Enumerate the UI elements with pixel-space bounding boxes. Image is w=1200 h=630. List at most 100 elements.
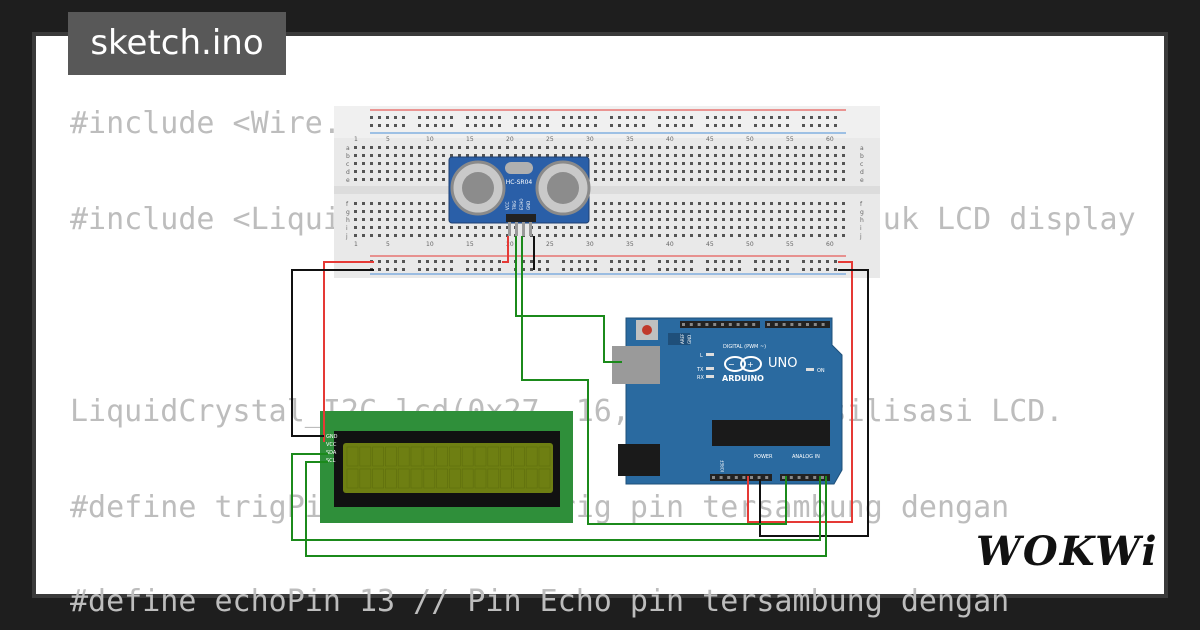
breadboard-hole[interactable] — [434, 154, 437, 157]
breadboard-hole[interactable] — [626, 146, 629, 149]
breadboard-hole[interactable] — [546, 268, 549, 271]
breadboard-hole[interactable] — [634, 178, 637, 181]
breadboard-hole[interactable] — [834, 162, 837, 165]
breadboard-hole[interactable] — [666, 170, 669, 173]
breadboard-hole[interactable] — [418, 210, 421, 213]
breadboard-hole[interactable] — [650, 146, 653, 149]
breadboard-hole[interactable] — [474, 234, 477, 237]
breadboard-hole[interactable] — [778, 226, 781, 229]
breadboard-hole[interactable] — [666, 218, 669, 221]
breadboard-hole[interactable] — [458, 146, 461, 149]
breadboard-hole[interactable] — [410, 202, 413, 205]
breadboard-hole[interactable] — [658, 218, 661, 221]
breadboard-hole[interactable] — [394, 218, 397, 221]
breadboard-hole[interactable] — [818, 124, 821, 127]
breadboard-hole[interactable] — [562, 124, 565, 127]
breadboard-hole[interactable] — [658, 146, 661, 149]
breadboard-hole[interactable] — [586, 268, 589, 271]
breadboard-hole[interactable] — [594, 146, 597, 149]
breadboard-hole[interactable] — [794, 146, 797, 149]
breadboard-hole[interactable] — [634, 146, 637, 149]
breadboard-hole[interactable] — [466, 268, 469, 271]
breadboard-hole[interactable] — [658, 260, 661, 263]
breadboard-hole[interactable] — [706, 154, 709, 157]
header-pin[interactable] — [782, 476, 785, 479]
breadboard-hole[interactable] — [714, 234, 717, 237]
breadboard-hole[interactable] — [522, 268, 525, 271]
breadboard-hole[interactable] — [538, 124, 541, 127]
lcd-pin-scl[interactable]: SCL — [326, 458, 336, 464]
breadboard-hole[interactable] — [690, 218, 693, 221]
breadboard-hole[interactable] — [658, 154, 661, 157]
breadboard-hole[interactable] — [474, 226, 477, 229]
breadboard-hole[interactable] — [466, 260, 469, 263]
breadboard-hole[interactable] — [362, 226, 365, 229]
breadboard-hole[interactable] — [434, 210, 437, 213]
breadboard-hole[interactable] — [794, 202, 797, 205]
breadboard-hole[interactable] — [610, 170, 613, 173]
breadboard-hole[interactable] — [834, 146, 837, 149]
breadboard-hole[interactable] — [442, 116, 445, 119]
breadboard-hole[interactable] — [690, 124, 693, 127]
breadboard-hole[interactable] — [634, 162, 637, 165]
breadboard-hole[interactable] — [714, 226, 717, 229]
breadboard-hole[interactable] — [778, 218, 781, 221]
breadboard-hole[interactable] — [834, 178, 837, 181]
breadboard-hole[interactable] — [378, 234, 381, 237]
breadboard-hole[interactable] — [754, 268, 757, 271]
breadboard-hole[interactable] — [418, 234, 421, 237]
header-pin[interactable] — [697, 323, 701, 326]
breadboard-hole[interactable] — [810, 226, 813, 229]
breadboard-hole[interactable] — [706, 226, 709, 229]
breadboard-hole[interactable] — [738, 234, 741, 237]
breadboard-hole[interactable] — [690, 234, 693, 237]
breadboard-hole[interactable] — [434, 170, 437, 173]
breadboard-hole[interactable] — [674, 146, 677, 149]
breadboard-hole[interactable] — [362, 162, 365, 165]
breadboard-hole[interactable] — [474, 116, 477, 119]
breadboard-hole[interactable] — [842, 154, 845, 157]
breadboard-hole[interactable] — [602, 154, 605, 157]
breadboard-hole[interactable] — [666, 210, 669, 213]
breadboard-hole[interactable] — [754, 260, 757, 263]
breadboard-hole[interactable] — [834, 234, 837, 237]
breadboard-hole[interactable] — [674, 268, 677, 271]
breadboard-hole[interactable] — [474, 268, 477, 271]
breadboard-hole[interactable] — [370, 124, 373, 127]
breadboard-hole[interactable] — [698, 218, 701, 221]
breadboard-hole[interactable] — [418, 178, 421, 181]
breadboard-hole[interactable] — [730, 226, 733, 229]
breadboard-hole[interactable] — [810, 170, 813, 173]
header-pin[interactable] — [744, 323, 748, 326]
breadboard-hole[interactable] — [426, 202, 429, 205]
breadboard-hole[interactable] — [418, 124, 421, 127]
breadboard-hole[interactable] — [570, 268, 573, 271]
breadboard-hole[interactable] — [762, 234, 765, 237]
breadboard-hole[interactable] — [490, 116, 493, 119]
breadboard-hole[interactable] — [634, 260, 637, 263]
header-pin[interactable] — [689, 323, 693, 326]
breadboard-hole[interactable] — [826, 226, 829, 229]
breadboard-hole[interactable] — [602, 202, 605, 205]
breadboard-hole[interactable] — [738, 218, 741, 221]
breadboard-hole[interactable] — [722, 226, 725, 229]
breadboard-hole[interactable] — [706, 218, 709, 221]
breadboard-hole[interactable] — [818, 170, 821, 173]
breadboard-hole[interactable] — [754, 170, 757, 173]
breadboard-hole[interactable] — [650, 154, 653, 157]
breadboard-hole[interactable] — [666, 234, 669, 237]
breadboard-hole[interactable] — [594, 162, 597, 165]
breadboard-hole[interactable] — [530, 154, 533, 157]
breadboard-hole[interactable] — [370, 146, 373, 149]
breadboard-hole[interactable] — [786, 210, 789, 213]
breadboard-hole[interactable] — [562, 116, 565, 119]
breadboard-hole[interactable] — [418, 146, 421, 149]
breadboard-hole[interactable] — [794, 210, 797, 213]
header-pin[interactable] — [805, 476, 809, 479]
breadboard-hole[interactable] — [770, 124, 773, 127]
breadboard-hole[interactable] — [714, 154, 717, 157]
breadboard-hole[interactable] — [634, 234, 637, 237]
breadboard-hole[interactable] — [706, 260, 709, 263]
breadboard-hole[interactable] — [714, 218, 717, 221]
breadboard-hole[interactable] — [370, 162, 373, 165]
